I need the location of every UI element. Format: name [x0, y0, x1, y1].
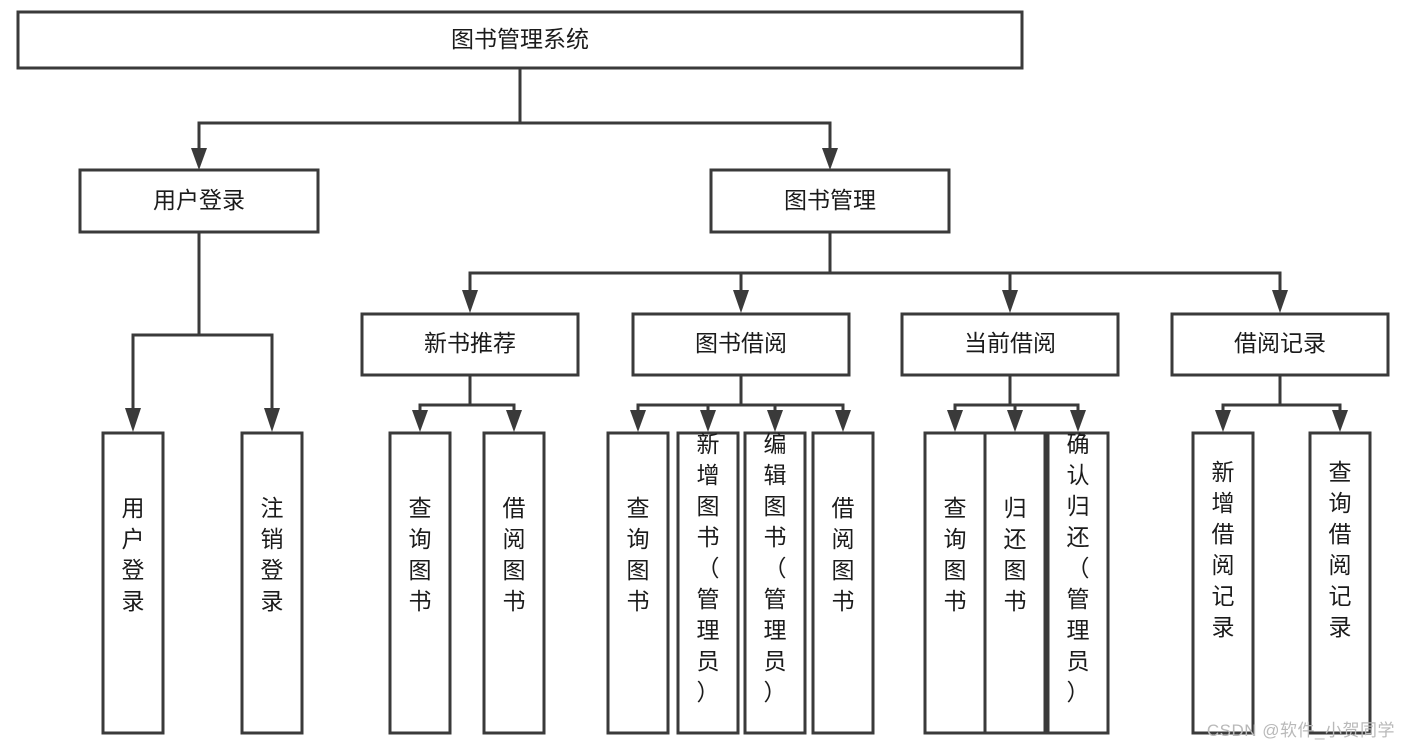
leaf-bb-add-book-label: 新增图书（管理员）	[697, 431, 720, 705]
arrow-head-bb-leaf-3	[767, 410, 783, 432]
leaf-cb-query-book[interactable]: 查询图书	[923, 431, 987, 735]
node-new-book-recommend[interactable]: 新书推荐	[360, 312, 580, 377]
leaf-nb-borrow-book[interactable]: 借阅图书	[482, 431, 546, 735]
leaf-bb-edit-book[interactable]: 编辑图书（管理员）	[743, 431, 807, 735]
arrow-head-leaf-user-login	[125, 408, 141, 432]
node-new-book-recommend-label: 新书推荐	[424, 330, 516, 356]
arrow-head-cb-leaf-3	[1070, 410, 1086, 432]
node-user-login-box[interactable]	[78, 168, 320, 234]
connector-layer	[125, 66, 1348, 432]
node-book-management-box[interactable]	[709, 168, 951, 234]
node-root-box[interactable]	[16, 10, 1024, 70]
leaf-logout-box[interactable]	[240, 431, 304, 735]
arrow-head-cb-leaf-2	[1007, 410, 1023, 432]
leaf-nb-query-book-box[interactable]	[388, 431, 452, 735]
arrow-head-new-book	[462, 290, 478, 313]
leaf-bb-edit-book-box[interactable]	[743, 431, 807, 735]
leaf-logout[interactable]: 注销登录	[240, 431, 304, 735]
node-new-book-recommend-box[interactable]	[360, 312, 580, 377]
node-current-borrow[interactable]: 当前借阅	[900, 312, 1120, 377]
leaf-user-login[interactable]: 用户登录	[101, 431, 165, 735]
leaf-cb-return-book-box[interactable]	[983, 431, 1047, 735]
node-borrow-record-box[interactable]	[1170, 312, 1390, 377]
arrow-head-user-login	[191, 148, 207, 170]
leaf-br-add-record-label: 新增借阅记录	[1212, 459, 1235, 640]
leaf-cb-confirm-return[interactable]: 确认归还（管理员）	[1046, 431, 1110, 735]
leaf-logout-label: 注销登录	[261, 495, 284, 614]
leaf-nb-borrow-book-box[interactable]	[482, 431, 546, 735]
node-book-borrow[interactable]: 图书借阅	[631, 312, 851, 377]
node-current-borrow-box[interactable]	[900, 312, 1120, 377]
node-book-borrow-label: 图书借阅	[695, 330, 787, 356]
leaf-bb-borrow-book-label: 借阅图书	[832, 495, 855, 614]
leaf-bb-query-book[interactable]: 查询图书	[606, 431, 670, 735]
arrow-head-bb-leaf-4	[835, 410, 851, 432]
arrow-head-nb-leaf-1	[412, 410, 428, 432]
leaf-cb-return-book[interactable]: 归还图书	[983, 431, 1047, 735]
leaf-br-add-record[interactable]: 新增借阅记录	[1191, 431, 1255, 735]
leaf-cb-confirm-return-box[interactable]	[1046, 431, 1110, 735]
leaf-bb-edit-book-label: 编辑图书（管理员）	[764, 431, 787, 705]
leaf-br-query-record[interactable]: 查询借阅记录	[1308, 431, 1372, 735]
arrow-head-borrow-record	[1272, 290, 1288, 313]
leaf-user-login-label: 用户登录	[122, 495, 145, 614]
node-root-label: 图书管理系统	[451, 26, 589, 52]
arrow-head-book-borrow	[733, 290, 749, 313]
leaf-cb-query-book-box[interactable]	[923, 431, 987, 735]
node-borrow-record[interactable]: 借阅记录	[1170, 312, 1390, 377]
node-book-borrow-box[interactable]	[631, 312, 851, 377]
leaf-cb-query-book-label: 查询图书	[944, 495, 967, 614]
leaf-bb-add-book[interactable]: 新增图书（管理员）	[676, 431, 740, 735]
leaf-bb-borrow-book-box[interactable]	[811, 431, 875, 735]
leaf-nb-borrow-book-label: 借阅图书	[503, 495, 526, 614]
node-book-management[interactable]: 图书管理	[709, 168, 951, 234]
arrow-head-bb-leaf-1	[630, 410, 646, 432]
arrow-head-nb-leaf-2	[506, 410, 522, 432]
leaf-cb-confirm-return-label: 确认归还（管理员）	[1067, 431, 1090, 705]
node-book-management-label: 图书管理	[784, 187, 876, 213]
arrow-head-bb-leaf-2	[700, 410, 716, 432]
node-current-borrow-label: 当前借阅	[964, 330, 1056, 356]
leaf-cb-return-book-label: 归还图书	[1004, 495, 1027, 614]
arrow-head-current-borrow	[1002, 290, 1018, 313]
arrow-head-leaf-logout	[264, 408, 280, 432]
node-user-login[interactable]: 用户登录	[78, 168, 320, 234]
leaf-br-query-record-label: 查询借阅记录	[1329, 459, 1352, 640]
node-borrow-record-label: 借阅记录	[1234, 330, 1326, 356]
leaf-nb-query-book[interactable]: 查询图书	[388, 431, 452, 735]
arrow-head-cb-leaf-1	[947, 410, 963, 432]
arrow-head-br-leaf-1	[1215, 410, 1231, 432]
leaf-bb-query-book-label: 查询图书	[627, 495, 650, 614]
leaf-nb-query-book-label: 查询图书	[409, 495, 432, 614]
leaf-br-query-record-box[interactable]	[1308, 431, 1372, 735]
arrow-head-br-leaf-2	[1332, 410, 1348, 432]
node-root[interactable]: 图书管理系统	[16, 10, 1024, 70]
arrow-head-book-manage	[822, 148, 838, 170]
leaf-bb-add-book-box[interactable]	[676, 431, 740, 735]
leaf-user-login-box[interactable]	[101, 431, 165, 735]
leaf-bb-query-book-box[interactable]	[606, 431, 670, 735]
leaf-br-add-record-box[interactable]	[1191, 431, 1255, 735]
leaf-bb-borrow-book[interactable]: 借阅图书	[811, 431, 875, 735]
node-user-login-label: 用户登录	[153, 187, 245, 213]
